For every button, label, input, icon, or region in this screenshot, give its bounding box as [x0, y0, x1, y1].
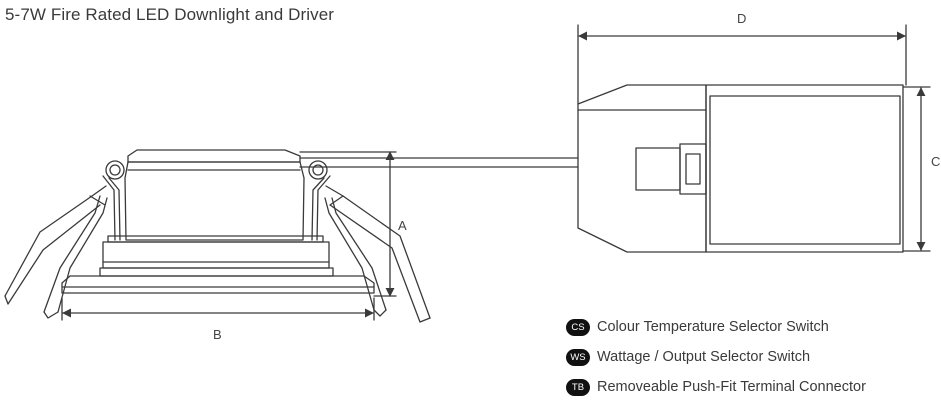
legend-item-cs: CS Colour Temperature Selector Switch [566, 316, 866, 338]
legend-item-tb: TB Removeable Push-Fit Terminal Connecto… [566, 376, 866, 398]
connecting-cable [299, 157, 579, 168]
legend-item-ws: WS Wattage / Output Selector Switch [566, 346, 866, 368]
legend-label-ws: Wattage / Output Selector Switch [597, 349, 811, 365]
dimension-d [577, 24, 907, 105]
dimension-c [902, 86, 931, 252]
dimension-b [61, 297, 375, 321]
legend-label-tb: Removeable Push-Fit Terminal Connector [597, 379, 866, 395]
downlight-body [61, 149, 375, 294]
diagram-title: 5-7W Fire Rated LED Downlight and Driver [5, 5, 335, 24]
dimension-b-label: B [213, 327, 222, 342]
dimension-d-label: D [737, 11, 747, 26]
cs-badge: CS [566, 318, 590, 336]
led-driver [577, 84, 904, 253]
legend: CS Colour Temperature Selector Switch WS… [566, 316, 866, 406]
tb-badge: TB [566, 378, 590, 396]
dimension-a-label: A [398, 218, 407, 233]
dimension-c-label: C [931, 154, 941, 169]
legend-label-cs: Colour Temperature Selector Switch [597, 319, 829, 335]
right-spring-clip [308, 160, 431, 323]
left-spring-clip [4, 160, 125, 319]
ws-badge: WS [566, 348, 590, 366]
dimension-a [299, 151, 397, 297]
